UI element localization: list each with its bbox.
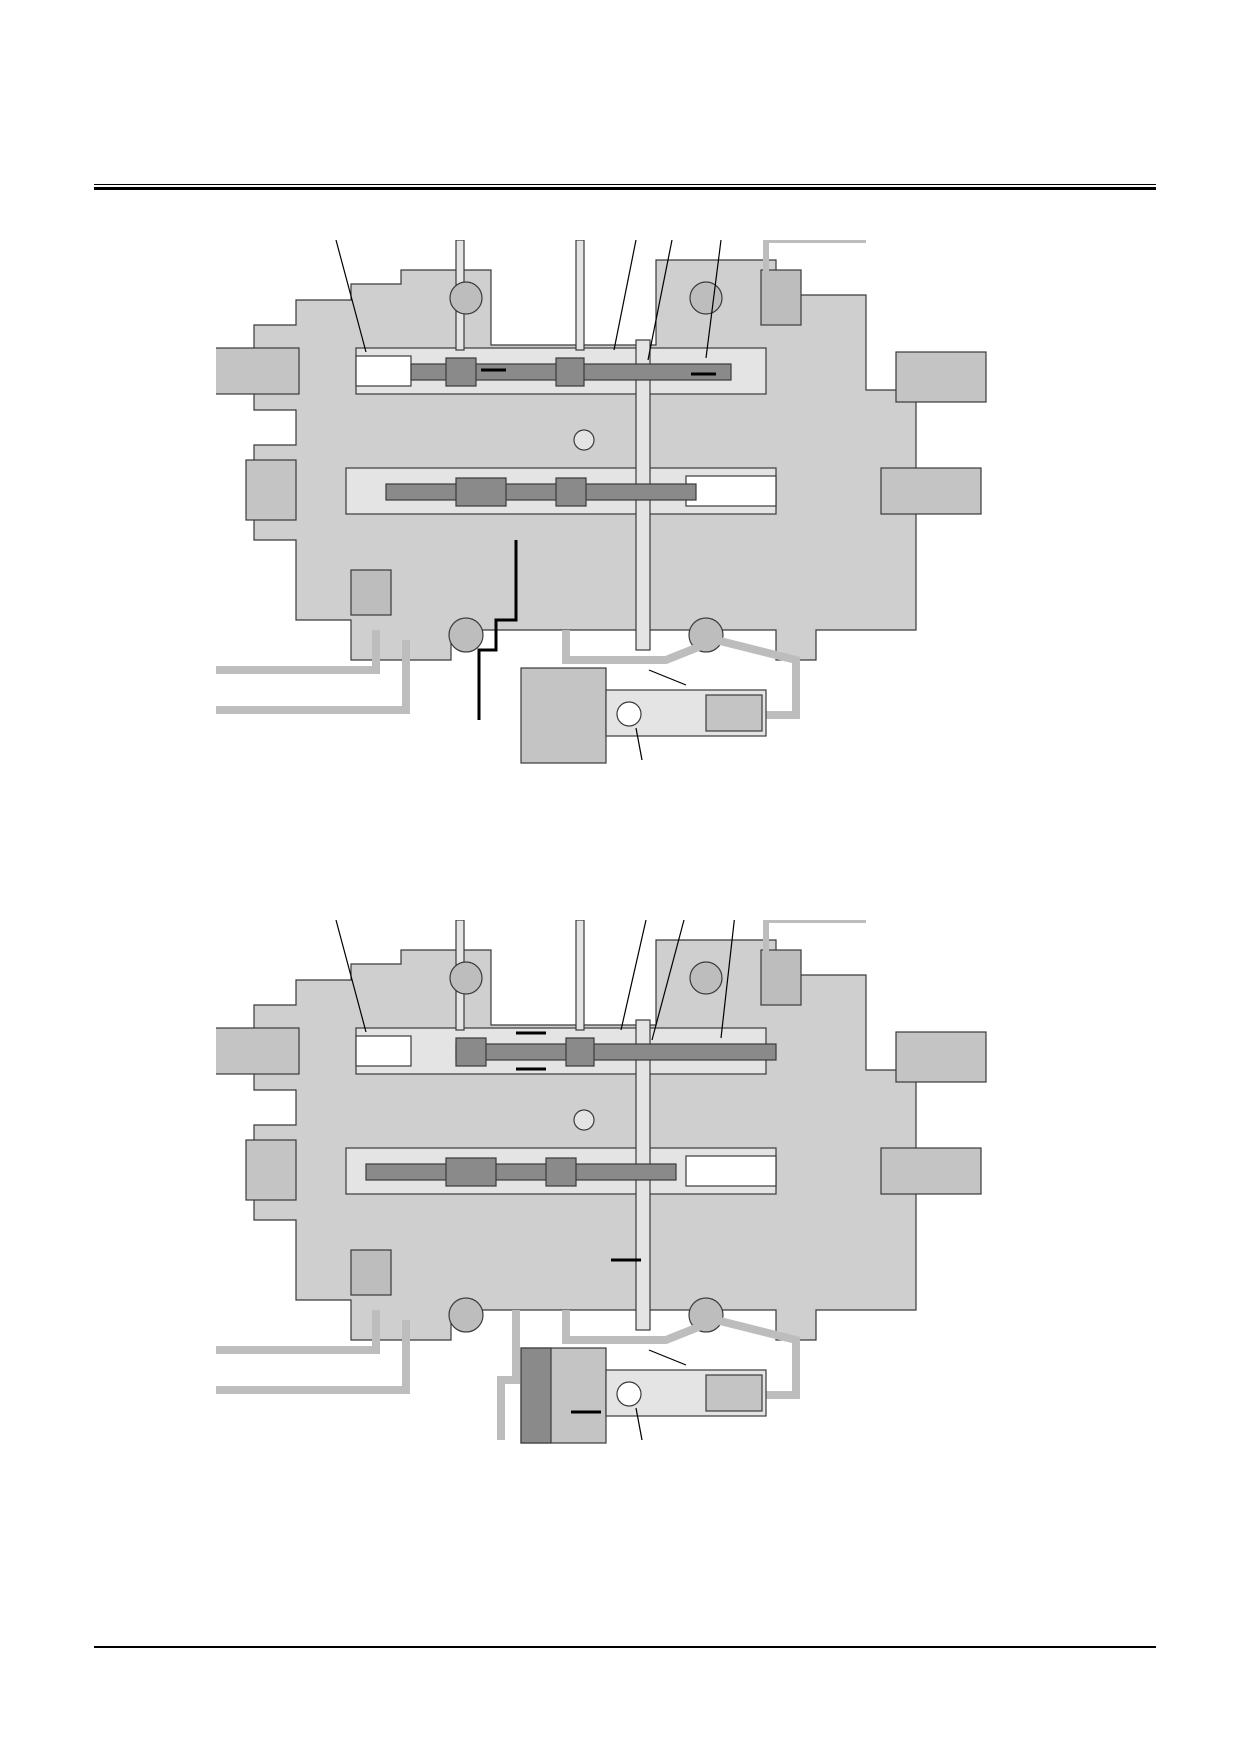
spring-chamber-right xyxy=(685,1155,777,1187)
spring-chamber-left xyxy=(355,1035,412,1067)
port-hole-1 xyxy=(449,961,483,995)
right-cap-lower xyxy=(880,1147,982,1195)
leader-line-5 xyxy=(648,669,687,686)
external-line-2 xyxy=(216,640,410,714)
port-hole-3 xyxy=(448,617,484,653)
lower-spool-land-1 xyxy=(445,1157,497,1187)
footer-rule xyxy=(94,1646,1156,1648)
port-hole-2 xyxy=(689,281,723,315)
port-hole-2 xyxy=(689,961,723,995)
check-plug-bottom xyxy=(350,569,392,616)
lower-spool xyxy=(365,1163,677,1181)
leader-line-4 xyxy=(720,920,735,1039)
left-cap-lower xyxy=(245,459,297,521)
upper-spool-land-2 xyxy=(555,357,585,387)
leader-line-6 xyxy=(635,727,643,761)
external-line-2 xyxy=(216,1320,410,1394)
valve-diagram-top xyxy=(216,240,1026,860)
actuator-pivot xyxy=(616,1381,642,1407)
upper-spool-land-1 xyxy=(455,1037,487,1067)
actuator-cylinder xyxy=(520,667,607,764)
port-hole-1 xyxy=(449,281,483,315)
right-cap-lower xyxy=(880,467,982,515)
external-line-1 xyxy=(216,630,380,674)
actuator-pivot xyxy=(616,701,642,727)
external-line-3 xyxy=(562,1310,800,1399)
actuator-piston xyxy=(520,1347,552,1444)
left-cap-upper xyxy=(216,347,300,395)
right-cap-upper xyxy=(895,1031,987,1083)
lower-spool-land-2 xyxy=(545,1157,577,1187)
port-hole-5 xyxy=(573,429,595,451)
leader-line-2 xyxy=(620,920,647,1031)
external-line-1 xyxy=(216,1310,380,1354)
external-line-4 xyxy=(497,1310,520,1440)
leader-line-1 xyxy=(335,920,367,1033)
lower-spool-land-2 xyxy=(555,477,587,507)
left-cap-lower xyxy=(245,1139,297,1201)
lower-spool xyxy=(385,483,697,501)
upper-spool-land-2 xyxy=(565,1037,595,1067)
return-line xyxy=(763,240,866,280)
header-rule xyxy=(94,184,1156,190)
upper-spool-land-1 xyxy=(445,357,477,387)
return-line xyxy=(763,920,866,960)
leader-line-3 xyxy=(651,920,685,1041)
leader-line-6 xyxy=(635,1407,643,1441)
upper-spool xyxy=(455,1043,777,1061)
external-line-3 xyxy=(562,630,800,719)
flow-arrow-3 xyxy=(477,540,518,720)
leader-line-2 xyxy=(613,240,637,351)
right-cap-upper xyxy=(895,351,987,403)
actuator-end xyxy=(705,1374,763,1412)
spring-chamber-right xyxy=(685,475,777,507)
check-plug-bottom xyxy=(350,1249,392,1296)
valve-section-drawing-bottom xyxy=(216,920,987,1444)
spring-chamber-left xyxy=(355,355,412,387)
actuator-end xyxy=(705,694,763,732)
leader-line-1 xyxy=(335,240,367,353)
passage-v2 xyxy=(575,920,585,1031)
left-cap-upper xyxy=(216,1027,300,1075)
port-hole-5 xyxy=(573,1109,595,1131)
leader-line-3 xyxy=(647,240,673,361)
passage-v2 xyxy=(575,240,585,351)
leader-line-4 xyxy=(705,240,722,359)
leader-line-5 xyxy=(648,1349,687,1366)
port-hole-3 xyxy=(448,1297,484,1333)
lower-spool-land-1 xyxy=(455,477,507,507)
valve-section-drawing-top xyxy=(216,240,987,764)
valve-diagram-bottom xyxy=(216,920,1026,1540)
